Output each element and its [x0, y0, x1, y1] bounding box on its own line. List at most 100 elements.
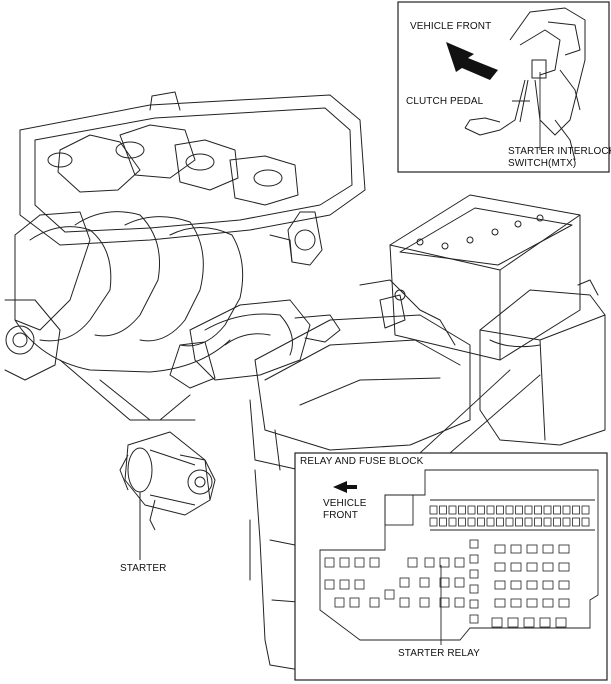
battery [359, 194, 581, 361]
relay [454, 597, 465, 608]
label-relay-and-fuse-block: RELAY AND FUSE BLOCK [300, 456, 424, 467]
label-starter: STARTER [120, 563, 167, 574]
relay [439, 577, 450, 588]
relay [354, 579, 365, 590]
fuse-column [469, 569, 479, 579]
fuse-block-3d [479, 279, 606, 446]
relay-right [494, 598, 506, 608]
relay-right [510, 544, 522, 554]
relay [454, 557, 465, 568]
fuse-top [543, 505, 552, 515]
relay [354, 557, 365, 568]
relay-bottom [507, 617, 519, 628]
starter-motor [119, 431, 216, 531]
relay-right [542, 598, 554, 608]
fuse-column [469, 554, 479, 564]
fuse-top [458, 505, 466, 515]
fuse-column [469, 614, 479, 624]
fuse-column [469, 584, 479, 594]
inset-vehicle-front-arrow-icon [333, 481, 357, 493]
label-inset-vehicle: VEHICLE [323, 498, 367, 509]
relay-bottom [555, 617, 567, 628]
fuse-top [486, 505, 495, 515]
fuse-column [469, 599, 479, 609]
relay-right [494, 580, 506, 590]
fuse-top [534, 505, 542, 515]
label-inset-front: FRONT [323, 510, 358, 521]
label-clutch-pedal: CLUTCH PEDAL [406, 96, 484, 107]
fuse-grid [324, 505, 590, 628]
fuse-top [553, 505, 561, 515]
fuse-top [429, 517, 438, 527]
fuse-top [496, 505, 504, 515]
relay-right [510, 562, 522, 572]
relay-right [510, 580, 522, 590]
relay [419, 577, 430, 588]
fuse-top [524, 517, 533, 527]
relay [369, 557, 380, 568]
relay-right [558, 580, 570, 590]
relay [334, 597, 345, 608]
relay-right [526, 598, 538, 608]
label-starter-interlock-1: STARTER INTERLOCK [508, 146, 611, 157]
relay-right [510, 598, 522, 608]
relay [324, 557, 335, 568]
relay [384, 589, 395, 600]
relay-fuse-inset [294, 452, 608, 681]
fuse-top [562, 517, 571, 527]
relay-right [526, 544, 538, 554]
intake-manifold [4, 211, 244, 421]
fuse-top [515, 505, 523, 515]
fuse-column [469, 539, 479, 549]
fuse-top [553, 517, 561, 527]
engine-head [19, 91, 366, 266]
relay-right [494, 562, 506, 572]
relay [424, 557, 435, 568]
relay-right [542, 580, 554, 590]
relay-right [542, 544, 554, 554]
relay [419, 597, 430, 608]
relay [439, 597, 450, 608]
vehicle-front-arrow-icon [446, 42, 498, 80]
fuse-top [524, 505, 533, 515]
fuse-top [572, 505, 580, 515]
fuse-top [534, 517, 542, 527]
relay [439, 557, 450, 568]
relay [407, 557, 418, 568]
relay [324, 579, 335, 590]
label-starter-relay: STARTER RELAY [398, 648, 480, 659]
relay-right [558, 562, 570, 572]
fuse-top [515, 517, 523, 527]
fuse-top [486, 517, 495, 527]
fuse-top [439, 517, 447, 527]
engine-mount [249, 469, 301, 671]
fuse-top [477, 505, 485, 515]
intake-duct [169, 299, 341, 389]
fuse-top [581, 517, 590, 527]
clutch-inset [397, 1, 610, 173]
fuse-top [439, 505, 447, 515]
relay [399, 597, 410, 608]
clutch-inset-frame [397, 1, 610, 173]
relay-right [542, 562, 554, 572]
relay-right [494, 544, 506, 554]
fuse-top [496, 517, 504, 527]
fuse-top [581, 505, 590, 515]
relay [339, 557, 350, 568]
relay-right [526, 562, 538, 572]
label-vehicle-front: VEHICLE FRONT [410, 21, 492, 32]
relay-right [558, 598, 570, 608]
relay [339, 579, 350, 590]
fuse-top [467, 505, 476, 515]
relay [454, 577, 465, 588]
label-starter-interlock-2: SWITCH(MTX) [508, 158, 577, 169]
relay [349, 597, 360, 608]
fuse-top [572, 517, 580, 527]
fuse-top [477, 517, 485, 527]
fuse-top [429, 505, 438, 515]
fuse-top [562, 505, 571, 515]
relay [369, 597, 380, 608]
fuse-top [448, 517, 457, 527]
air-cleaner [249, 314, 471, 471]
